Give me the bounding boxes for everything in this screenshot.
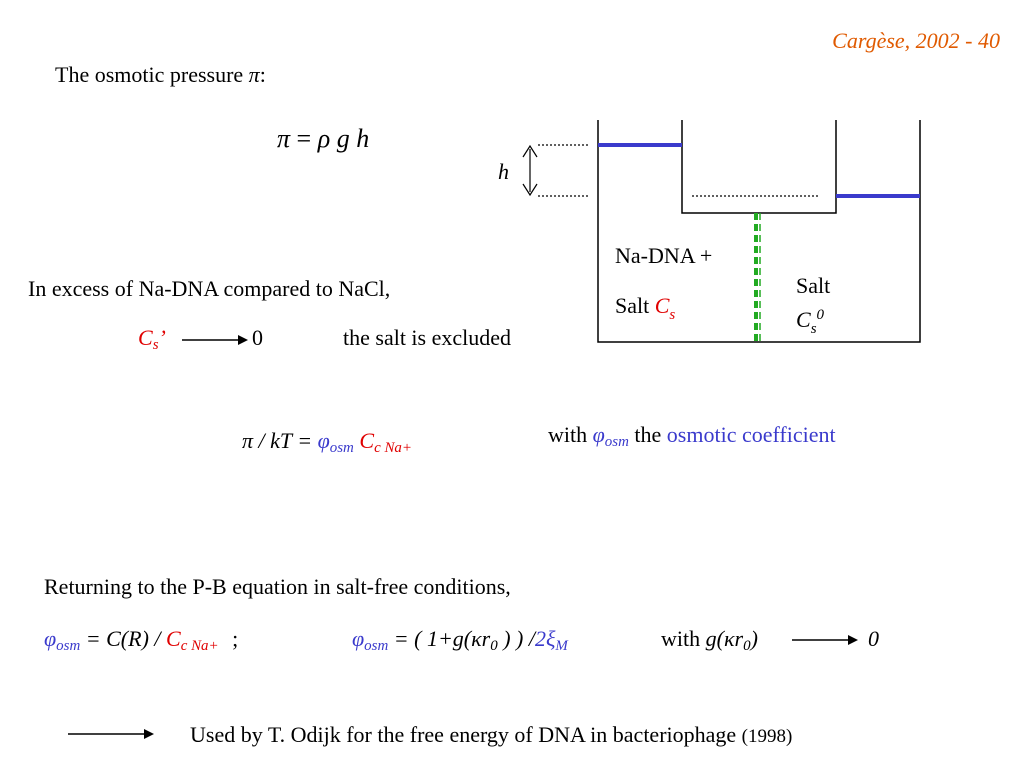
eq3-with-clause: with g(κr0) <box>661 626 758 655</box>
footer-arrow <box>68 729 154 739</box>
inner-step <box>681 120 837 214</box>
right-compartment-line1: Salt <box>796 273 830 298</box>
intro-pi-symbol: π <box>248 62 260 87</box>
eq1-rho: ρ <box>317 124 331 153</box>
eq3-rhs-close: ) ) / <box>503 626 535 651</box>
eq3-mid: = C(R) / <box>85 626 161 651</box>
eq2-phi: φosm <box>317 428 354 457</box>
footer-note: Used by T. Odijk for the free energy of … <box>190 722 792 748</box>
osmosis-diagram: h Na-DNA + Salt Cs Salt Cs0 <box>498 120 921 343</box>
h-arrow-head-up <box>522 144 538 158</box>
equation-osmotic: π / kT = φosm Cc Na+ <box>242 428 412 457</box>
slide-tag: Cargèse, 2002 - 40 <box>832 28 1000 53</box>
intro-colon: : <box>259 62 266 87</box>
left-compartment-line2: Salt Cs <box>615 293 675 323</box>
eq1-pi: π <box>277 124 291 153</box>
exclusion-zero: 0 <box>252 325 263 350</box>
footer-text: Used by T. Odijk for the free energy of … <box>190 722 737 747</box>
osmotic-coefficient-note: with φosm the osmotic coefficient <box>548 422 836 451</box>
eq3-rhs-open: = ( 1+g(κr0 <box>393 626 498 655</box>
limit-arrow <box>792 635 858 645</box>
limit-zero: 0 <box>868 626 879 651</box>
eq3-two-xi: 2ξM <box>535 626 568 655</box>
footer-year: (1998) <box>741 726 793 747</box>
eq3-with: with <box>661 626 701 651</box>
with-label: with <box>548 422 588 447</box>
pb-text: Returning to the P-B equation in salt-fr… <box>44 574 511 599</box>
eq1-h: h <box>356 124 370 153</box>
exclusion-line: Cs’ <box>138 325 166 354</box>
cs-prime: Cs’ <box>138 325 166 354</box>
h-label: h <box>498 159 509 184</box>
eq1-g: g <box>336 124 350 153</box>
eq1-equals: = <box>296 124 312 153</box>
with-phi: φosm <box>592 422 629 451</box>
eq2-concentration: Cc Na+ <box>359 428 412 457</box>
eq3-g: g(κr0) <box>705 626 758 655</box>
eq3-phi: φosm <box>44 626 81 655</box>
equation-pressure: π = ρ g h <box>277 124 369 154</box>
equation-pb: φosm = C(R) / Cc Na+ ; <box>44 626 238 655</box>
osmotic-coefficient-term: osmotic coefficient <box>666 422 836 447</box>
salt-excluded-text: the salt is excluded <box>343 325 512 350</box>
the-label: the <box>634 422 662 447</box>
eq2-lhs: π / kT = <box>242 428 313 453</box>
eq3-concentration: Cc Na+ <box>166 626 219 655</box>
equation-pb-2: φosm = ( 1+g(κr0 ) ) /2ξM <box>352 626 568 655</box>
excess-text: In excess of Na-DNA compared to NaCl, <box>28 276 391 301</box>
eq3-semicolon: ; <box>232 626 239 651</box>
right-compartment-line2: Cs0 <box>796 307 825 337</box>
left-compartment-line1: Na-DNA + <box>615 243 712 268</box>
intro-text: The osmotic pressure π: <box>55 62 266 88</box>
h-arrow-head-down <box>522 183 538 197</box>
container-outline <box>597 120 921 343</box>
eq3-phi2: φosm <box>352 626 389 655</box>
exclusion-arrow <box>182 335 248 345</box>
intro-label: The osmotic pressure <box>55 62 244 87</box>
